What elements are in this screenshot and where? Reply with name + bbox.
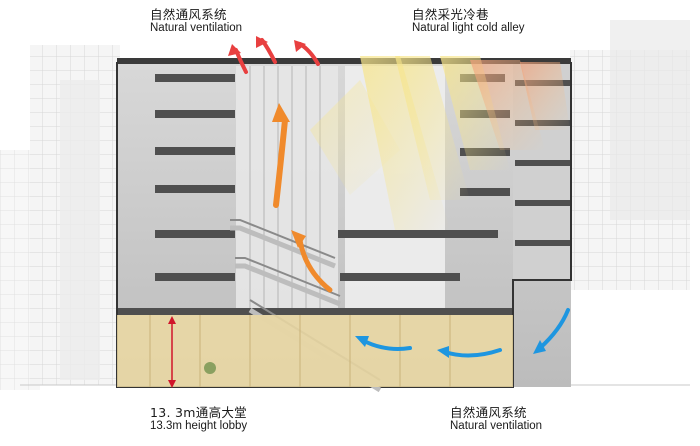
lobby-mullions [149,315,451,387]
intake-arrow-icon [538,308,570,350]
orange-ventilation-flow [272,103,333,293]
background-buildings [0,20,690,390]
label-cn: 自然通风系统 [150,7,227,22]
lobby-volume [117,315,513,387]
label-natural-ventilation-top: 自然通风系统 Natural ventilation [150,7,243,36]
label-cn: 自然采光冷巷 [412,7,489,22]
label-lobby-height: 13. 3m通高大堂 13.3m height lobby [150,405,248,434]
label-en: 13.3m height lobby [150,420,248,433]
label-cn: 自然通风系统 [450,405,527,420]
label-en: Natural ventilation [450,420,543,433]
roof-slab [117,58,571,64]
natural-light-rays [310,56,570,230]
label-natural-ventilation-bottom: 自然通风系统 Natural ventilation [450,405,543,434]
blue-intake-arrows [355,308,570,358]
label-cn: 13. 3m通高大堂 [150,405,247,420]
lobby-height-marker [168,316,176,388]
label-en: Natural light cold alley [412,22,525,35]
intake-arrow-icon [443,348,502,358]
label-natural-light-cold-alley: 自然采光冷巷 Natural light cold alley [412,7,525,36]
planter-icon [204,362,216,374]
label-en: Natural ventilation [150,22,243,35]
exhaust-arrows [228,36,320,74]
